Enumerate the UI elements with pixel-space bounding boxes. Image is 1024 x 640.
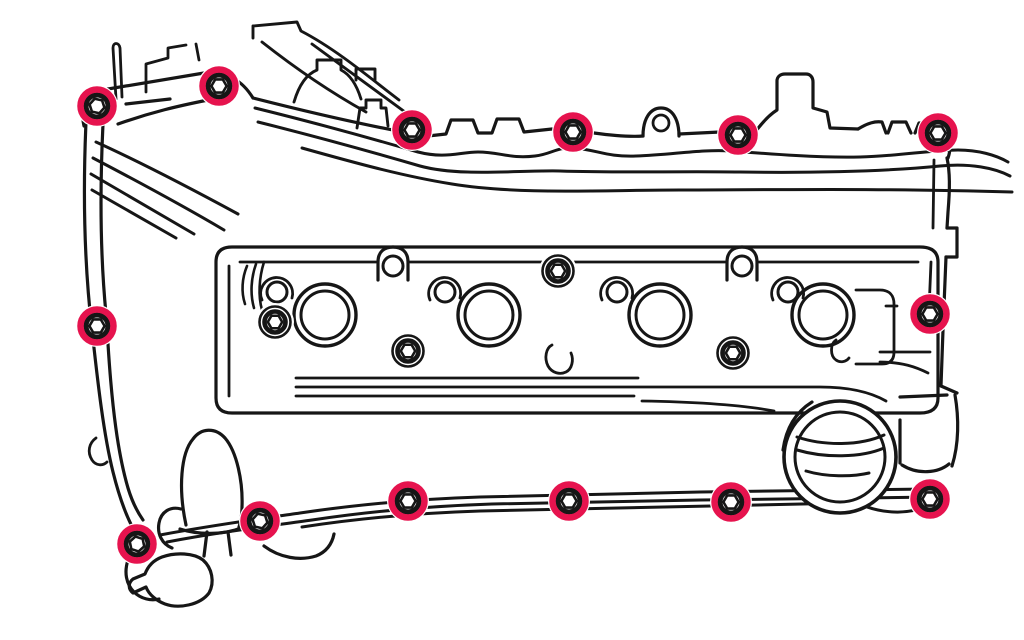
bolt-highlight-marker[interactable] <box>391 109 433 151</box>
bolt-highlight-marker[interactable] <box>552 111 594 153</box>
hex-socket-icon <box>210 78 228 94</box>
highlight-ring <box>910 479 950 519</box>
bolt-highlight-marker[interactable] <box>917 112 959 154</box>
highlight-ring <box>240 501 280 541</box>
hex-socket-icon <box>399 493 417 509</box>
cover-outline <box>81 20 952 160</box>
hex-socket-icon <box>929 125 947 141</box>
bolt-highlight-marker[interactable] <box>909 478 951 520</box>
spark-plug-port <box>456 282 522 348</box>
spark-plug-port <box>627 282 693 348</box>
hex-socket-icon <box>560 493 578 509</box>
bolt-highlight-marker[interactable] <box>548 480 590 522</box>
hex-socket-icon <box>88 318 106 334</box>
plain-bolt <box>539 252 577 290</box>
highlight-ring <box>549 481 589 521</box>
hex-socket-icon <box>128 535 146 553</box>
bottom-left-breather <box>124 428 336 608</box>
hex-socket-icon <box>921 491 939 507</box>
hex-socket-icon <box>564 124 582 140</box>
plain-bolt <box>714 334 752 372</box>
bolt-highlight-marker[interactable] <box>198 65 240 107</box>
highlight-ring <box>910 294 950 334</box>
left-edge <box>82 120 145 532</box>
oil-filler-cap <box>782 399 898 515</box>
plain-bolt <box>389 332 427 370</box>
hex-socket-icon <box>88 97 106 115</box>
bolt-highlight-marker[interactable] <box>239 500 281 542</box>
hex-socket-icon <box>403 122 421 138</box>
bolt-highlight-marker[interactable] <box>909 293 951 335</box>
hex-socket-icon <box>722 494 740 510</box>
highlight-ring <box>199 66 239 106</box>
hex-socket-icon <box>729 127 747 143</box>
bolt-highlight-marker[interactable] <box>116 523 158 565</box>
highlight-ring <box>117 524 157 564</box>
bolt-markers <box>76 65 959 565</box>
bolt-highlight-marker[interactable] <box>76 85 118 127</box>
highlight-ring <box>77 306 117 346</box>
spark-plug-port <box>292 282 358 348</box>
highlight-ring <box>77 86 117 126</box>
plain-bolt <box>256 303 294 341</box>
spark-plug-port <box>790 282 856 348</box>
highlight-ring <box>388 481 428 521</box>
highlight-ring <box>553 112 593 152</box>
data-features <box>292 282 898 515</box>
highlight-ring <box>392 110 432 150</box>
bolt-highlight-marker[interactable] <box>76 305 118 347</box>
highlight-ring <box>718 115 758 155</box>
hex-socket-icon <box>921 306 939 322</box>
highlight-ring <box>918 113 958 153</box>
bolt-highlight-marker[interactable] <box>717 114 759 156</box>
bolt-highlight-marker[interactable] <box>710 481 752 523</box>
hex-socket-icon <box>251 512 269 530</box>
right-edge <box>878 156 960 474</box>
highlight-ring <box>711 482 751 522</box>
bolt-highlight-marker[interactable] <box>387 480 429 522</box>
